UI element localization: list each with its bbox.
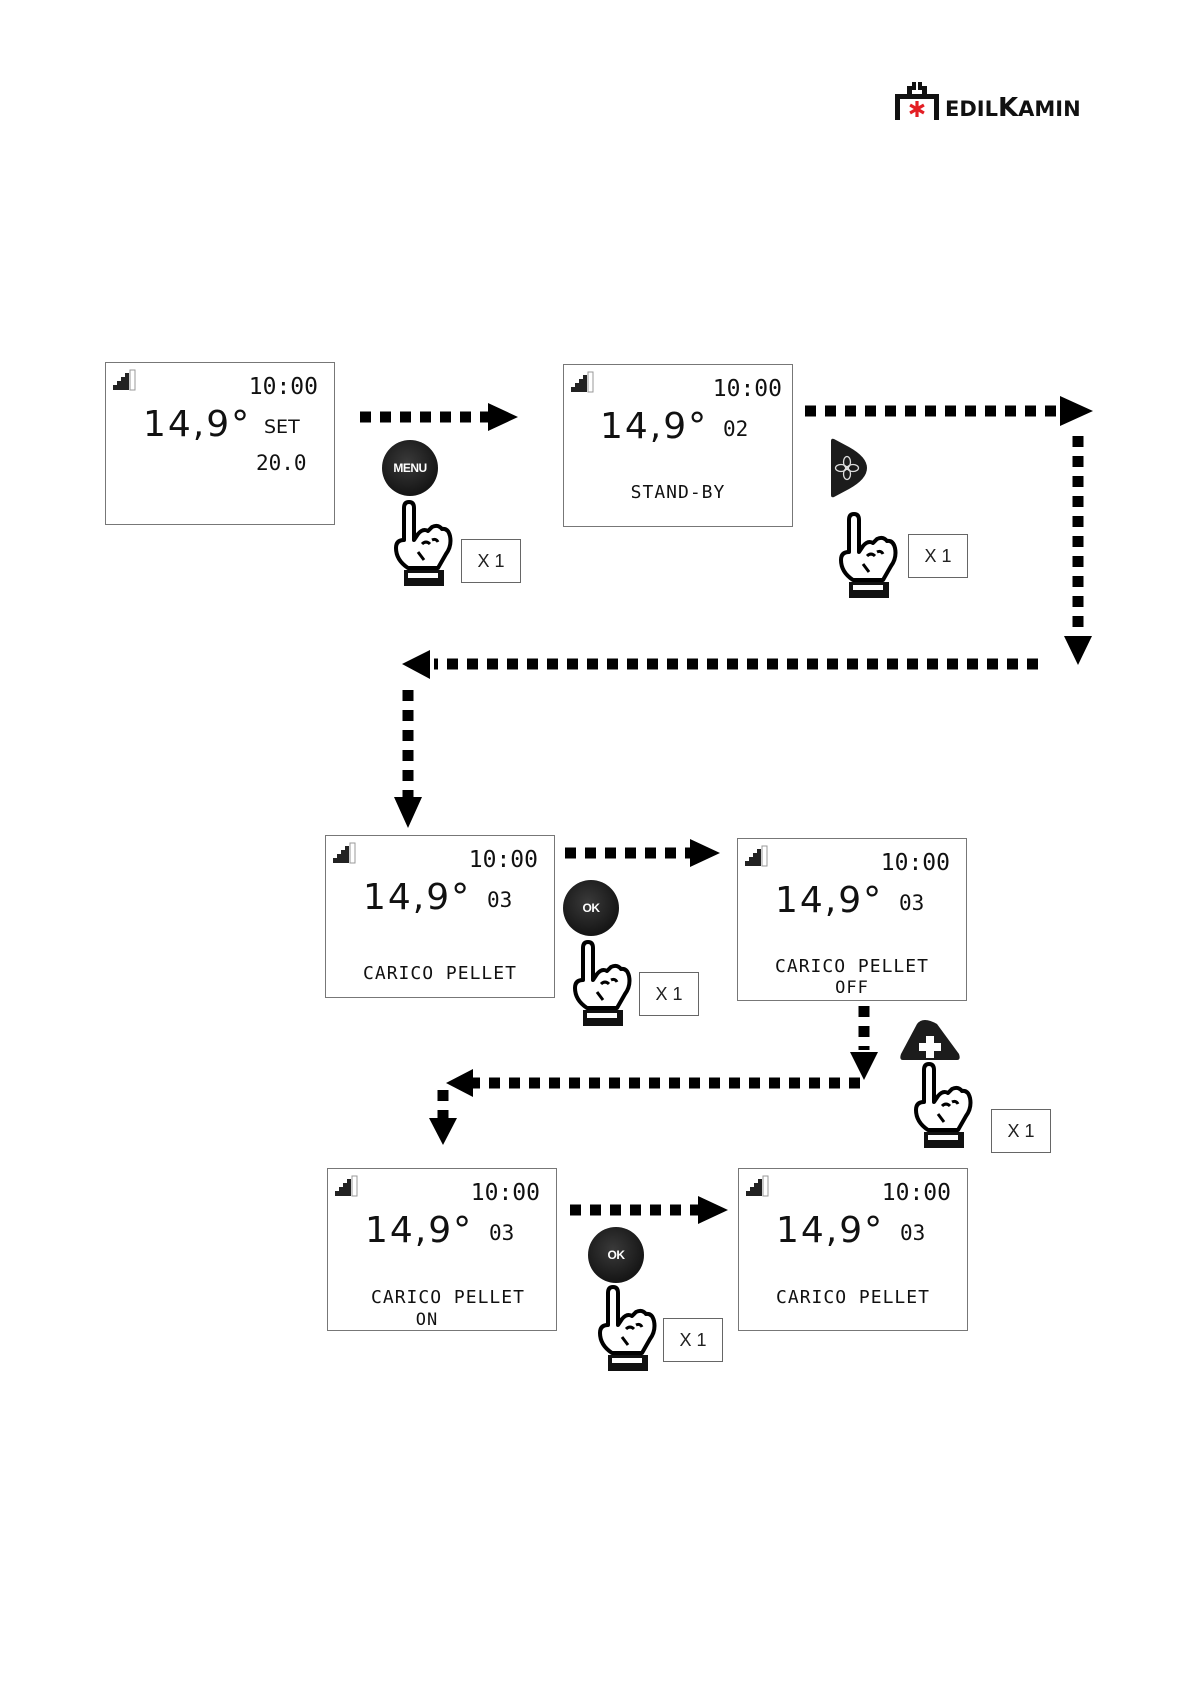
- lcd-screen-carico-pellet-off: 10:00 14,9° 03 CARICO PELLET OFF: [737, 838, 967, 1001]
- ok-button[interactable]: OK: [588, 1227, 644, 1283]
- signal-strength-icon: [570, 371, 596, 393]
- temperature-reading: 14,9°: [365, 1210, 473, 1251]
- lcd-screen-carico-pellet-on: 10:00 14,9° 03 CARICO PELLET ON: [327, 1168, 557, 1331]
- status-message: CARICO PELLET: [340, 1287, 556, 1308]
- clock-time: 10:00: [249, 374, 318, 400]
- pointing-hand-icon: [594, 1285, 658, 1373]
- arrow-right-4: [565, 839, 720, 867]
- repeat-count-label: X 1: [908, 534, 968, 578]
- plus-button[interactable]: [899, 1018, 961, 1062]
- clock-time: 10:00: [713, 376, 782, 402]
- arrow-down-left-down-5: [429, 1006, 878, 1145]
- temperature-reading: 14,9°: [775, 880, 883, 921]
- repeat-count-label: X 1: [639, 972, 699, 1016]
- clock-time: 10:00: [469, 847, 538, 873]
- menu-number: 02: [723, 417, 748, 441]
- menu-number: 03: [489, 1221, 514, 1245]
- pointing-hand-icon: [835, 512, 899, 600]
- lcd-screen-standby: 10:00 14,9° 02 STAND-BY: [563, 364, 793, 527]
- menu-button[interactable]: MENU: [382, 440, 438, 496]
- menu-number: 03: [900, 1221, 925, 1245]
- status-message: STAND-BY: [564, 482, 792, 503]
- clock-time: 10:00: [471, 1180, 540, 1206]
- arrow-right-1: [360, 403, 518, 431]
- temperature-reading: 14,9°: [600, 406, 708, 447]
- temperature-reading: 14,9°: [363, 877, 471, 918]
- signal-strength-icon: [332, 842, 358, 864]
- pointing-hand-icon: [390, 500, 454, 588]
- lcd-screen-carico-pellet-final: 10:00 14,9° 03 CARICO PELLET: [738, 1168, 968, 1331]
- repeat-count-label: X 1: [663, 1318, 723, 1362]
- status-message: CARICO PELLET: [326, 963, 554, 984]
- fan-button[interactable]: [829, 437, 869, 499]
- signal-strength-icon: [744, 845, 770, 867]
- clock-time: 10:00: [882, 1180, 951, 1206]
- arrow-right-6: [570, 1196, 728, 1224]
- pointing-hand-icon: [910, 1062, 974, 1150]
- temperature-reading: 14,9°: [143, 404, 251, 445]
- arrow-left-down-3: [394, 650, 1038, 828]
- clock-time: 10:00: [881, 850, 950, 876]
- set-value: 20.0: [256, 451, 307, 475]
- menu-number: 03: [899, 891, 924, 915]
- signal-strength-icon: [745, 1175, 771, 1197]
- repeat-count-label: X 1: [991, 1109, 1051, 1153]
- signal-strength-icon: [112, 369, 138, 391]
- set-label: SET: [264, 416, 300, 438]
- pointing-hand-icon: [569, 940, 633, 1028]
- status-value: OFF: [738, 978, 966, 998]
- status-message: CARICO PELLET: [739, 1287, 967, 1308]
- signal-strength-icon: [334, 1175, 360, 1197]
- ok-button[interactable]: OK: [563, 880, 619, 936]
- temperature-reading: 14,9°: [776, 1210, 884, 1251]
- lcd-screen-carico-pellet: 10:00 14,9° 03 CARICO PELLET: [325, 835, 555, 998]
- status-message: CARICO PELLET: [738, 956, 966, 977]
- status-value: ON: [328, 1310, 526, 1330]
- repeat-count-label: X 1: [461, 539, 521, 583]
- lcd-screen-home: 10:00 14,9° SET 20.0: [105, 362, 335, 525]
- menu-number: 03: [487, 888, 512, 912]
